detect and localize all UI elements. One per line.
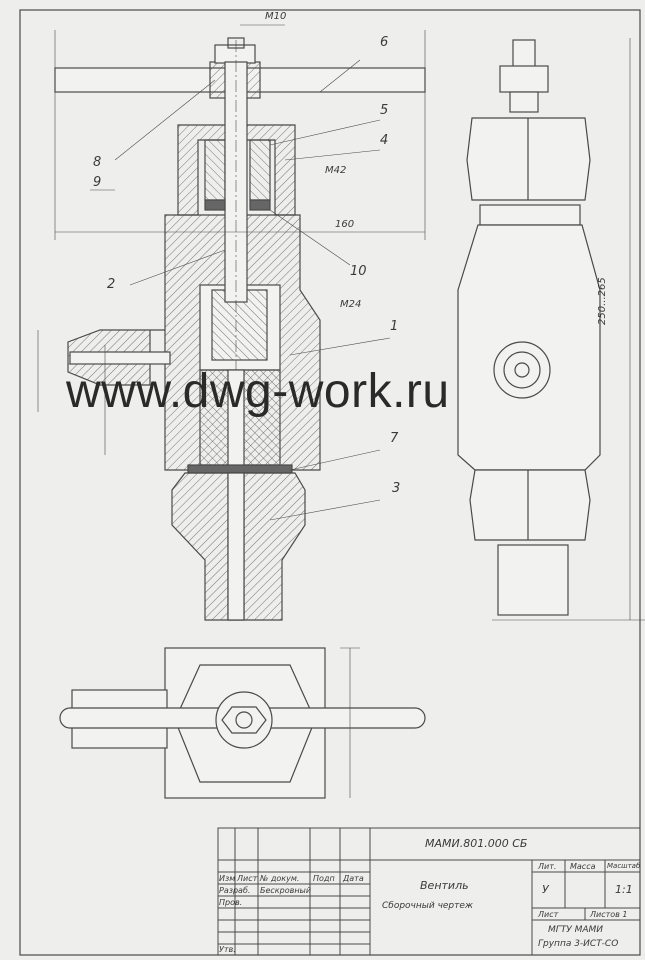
title-block-lines	[217, 827, 641, 956]
watermark-text: www.dwg-work.ru	[66, 365, 450, 418]
part-label-3: 3	[392, 481, 401, 496]
tb-masshtab: Масштаб	[607, 862, 641, 870]
valve-body	[67, 214, 321, 471]
title-doc-type: Сборочный чертеж	[382, 901, 474, 911]
tb-utv: Утв.	[219, 945, 236, 954]
dimension-160: 160	[335, 219, 355, 230]
tb-massa: Масса	[570, 862, 596, 871]
tb-col-list: Лист	[237, 874, 258, 883]
dimension-m10: M10	[265, 11, 287, 22]
part-label-1: 1	[390, 319, 399, 334]
tb-col-data: Дата	[343, 874, 364, 883]
part-label-7: 7	[390, 431, 399, 446]
part-label-6: 6	[380, 35, 389, 50]
part-label-8: 8	[93, 155, 102, 170]
part-label-2: 2	[107, 277, 116, 292]
part-label-10: 10	[350, 264, 367, 279]
part-label-5: 5	[380, 103, 389, 118]
dimension-m42: M42	[325, 165, 347, 176]
tb-sheet: Лист	[538, 910, 559, 919]
tb-lit: Лит.	[538, 862, 557, 871]
tb-author: Бескровный	[260, 886, 312, 895]
tb-col-izm: Изм	[219, 874, 236, 883]
tb-sheets: Листов 1	[590, 910, 628, 919]
tb-prov: Пров.	[219, 898, 243, 907]
front-section-view	[37, 24, 426, 621]
dimension-m24: M24	[340, 299, 362, 310]
part-label-4: 4	[380, 133, 389, 148]
title-name: Вентиль	[420, 879, 469, 892]
part-label-9: 9	[93, 175, 102, 190]
tb-col-podp: Подп	[313, 874, 335, 883]
tb-lit-value: У	[542, 883, 549, 896]
dimension-250-265: 250...265	[597, 277, 608, 325]
side-fitting	[469, 469, 591, 541]
side-view	[457, 38, 645, 621]
tb-org: МГТУ МАМИ	[548, 925, 604, 935]
title-designation: МАМИ.801.000 СБ	[425, 837, 528, 850]
tb-group: Группа 3-ИСТ-СО	[538, 939, 619, 949]
tb-razrab: Разраб.	[219, 886, 251, 895]
tb-scale-value: 1:1	[615, 883, 633, 896]
top-view	[59, 647, 426, 799]
tb-col-ndoc: № докум.	[260, 874, 300, 883]
